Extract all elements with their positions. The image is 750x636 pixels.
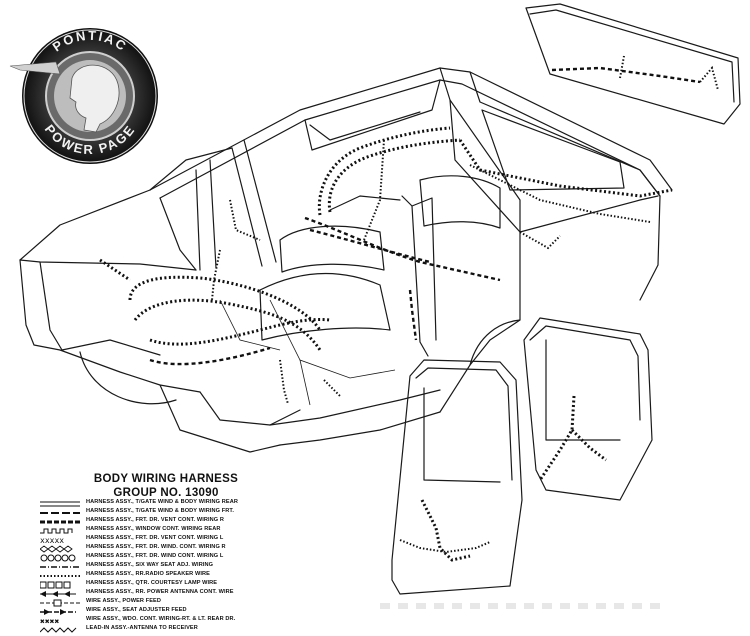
legend-item: HARNESS ASSY., WINDOW CONT. WIRING REAR <box>40 526 310 535</box>
tailgate-panel <box>525 3 741 125</box>
svg-text:✖✖✖✖: ✖✖✖✖ <box>40 617 59 625</box>
legend-title: BODY WIRING HARNESS GROUP NO. 13090 <box>86 472 246 500</box>
legend-item: HARNESS ASSY., T/GATE WIND & BODY WIRING… <box>40 499 310 508</box>
legend-item: WIRE ASSY., SEAT ADJUSTER FEED <box>40 607 310 616</box>
legend-label: WIRE ASSY., SEAT ADJUSTER FEED <box>86 607 187 613</box>
legend-label: HARNESS ASSY., RR. POWER ANTENNA CONT. W… <box>86 589 234 595</box>
legend-item: HARNESS ASSY., SIX WAY SEAT ADJ. WIRING <box>40 562 310 571</box>
legend-item: HARNESS ASSY., FRT. DR. WIND. CONT. WIRI… <box>40 544 310 553</box>
legend-item: HARNESS ASSY., T/GATE WIND & BODY WIRING… <box>40 508 310 517</box>
rear-door-panel <box>523 317 653 501</box>
legend-item: HARNESS ASSY., RR. POWER ANTENNA CONT. W… <box>40 589 310 598</box>
legend-item: HARNESS ASSY., QTR. COURTESY LAMP WIRE <box>40 580 310 589</box>
legend-item: HARNESS ASSY., RR.RADIO SPEAKER WIRE <box>40 571 310 580</box>
legend-label: WIRE ASSY., POWER FEED <box>86 598 162 604</box>
car-body <box>19 67 673 453</box>
legend-label: HARNESS ASSY., SIX WAY SEAT ADJ. WIRING <box>86 562 214 568</box>
legend-symbol-triangle <box>40 591 76 597</box>
legend-label: HARNESS ASSY., FRT. DR. WIND CONT. WIRIN… <box>86 553 224 559</box>
indian-head-icon <box>69 64 120 133</box>
legend-label: HARNESS ASSY., T/GATE WIND & BODY WIRING… <box>86 499 239 505</box>
legend-symbol-long-dash <box>40 512 80 514</box>
legend-symbol-dash-dot <box>40 566 80 568</box>
legend-item: HARNESS ASSY., FRT. DR. VENT CONT. WIRIN… <box>40 517 310 526</box>
legend-label: HARNESS ASSY., FRT. DR. WIND. CONT. WIRI… <box>86 544 226 550</box>
legend-label: HARNESS ASSY., FRT. DR. VENT CONT. WIRIN… <box>86 517 225 523</box>
legend-label: HARNESS ASSY., RR.RADIO SPEAKER WIRE <box>86 571 210 577</box>
legend-label: HARNESS ASSY., FRT. DR. VENT CONT. WIRIN… <box>86 535 224 541</box>
legend-label: LEAD-IN ASSY.-ANTENNA TO RECEIVER <box>86 625 198 631</box>
legend-item: xxxxx HARNESS ASSY., FRT. DR. VENT CONT. … <box>40 535 310 544</box>
legend-symbol-circle-chain <box>40 554 76 562</box>
legend-symbol-box-chain <box>40 581 71 589</box>
legend-symbol-x-chain: ✖✖✖✖ <box>40 617 59 625</box>
legend-symbol-box-dash <box>40 599 80 607</box>
legend-title-line-1: BODY WIRING HARNESS <box>93 473 239 485</box>
legend-symbol-cross: xxxxx <box>40 536 64 544</box>
wiring-harnesses <box>99 126 673 405</box>
front-door-panel <box>391 359 523 595</box>
legend-symbol-square-wave <box>40 528 73 534</box>
pontiac-power-page-badge: PONTIAC POWER PAGE <box>9 28 158 164</box>
legend-symbol-heavy-dash <box>40 520 80 524</box>
legend-item: ✖✖✖✖ WIRE ASSY., WDO. CONT. WIRING-RT. & … <box>40 616 310 625</box>
legend-label: HARNESS ASSY., WINDOW CONT. WIRING REAR <box>86 526 221 532</box>
legend-symbol-double-line <box>40 501 80 507</box>
legend-symbol-zigzag <box>40 627 77 633</box>
legend-symbol-arrow-dash <box>40 609 76 615</box>
svg-text:xxxxx: xxxxx <box>40 536 64 544</box>
legend-item: WIRE ASSY., POWER FEED <box>40 598 310 607</box>
legend-item: LEAD-IN ASSY.-ANTENNA TO RECEIVER <box>40 625 310 634</box>
legend-symbol-dots <box>40 575 80 577</box>
legend-item: HARNESS ASSY., FRT. DR. WIND CONT. WIRIN… <box>40 553 310 562</box>
legend-label: WIRE ASSY., WDO. CONT. WIRING-RT. & LT. … <box>86 616 236 622</box>
legend-symbol-diamond-chain <box>40 545 73 553</box>
legend-title-line-2: GROUP NO. 13090 <box>113 487 219 499</box>
legend-label: HARNESS ASSY., T/GATE WIND & BODY WIRING… <box>86 508 234 514</box>
legend-label: HARNESS ASSY., QTR. COURTESY LAMP WIRE <box>86 580 218 586</box>
